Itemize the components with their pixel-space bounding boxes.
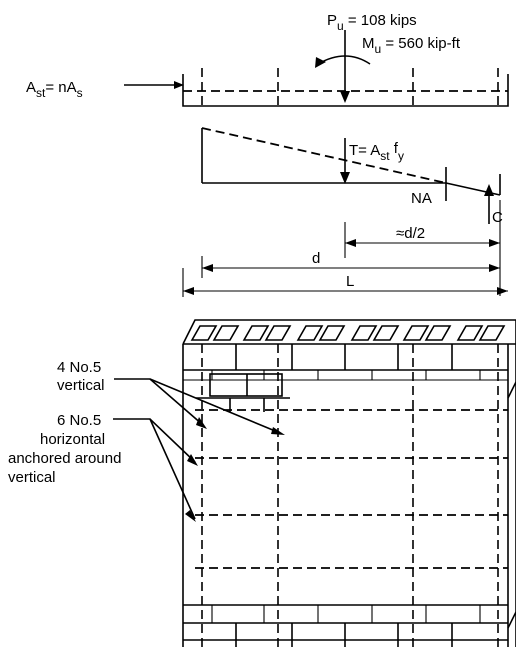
grouted-cell [242,325,292,341]
d-label: d [312,250,320,267]
dimension-lines: ≈d/2 d L [182,200,508,297]
half-d-arrow-left [345,239,356,247]
grouted-cells [182,319,516,345]
grouted-cell [296,325,346,341]
tension-label: T= Ast fy [349,140,404,163]
grouted-cell [402,325,452,341]
horizontal-bar-callout-line2: horizontal [40,431,105,448]
d-arrow-left [202,264,213,272]
vertical-reinforcement [201,344,499,647]
moment-arrowhead [315,57,326,68]
ast-label: Ast= nAs [26,79,83,100]
horizontal-bar-callout: 6 No.5 horizontal anchored around vertic… [8,412,198,522]
tension-arrowhead [340,172,350,184]
horizontal-bar-callout-line4: vertical [8,469,56,486]
horizontal-bar-callout-line1: 6 No.5 [57,412,101,429]
half-d-label: ≈d/2 [396,225,425,242]
grouted-cell [350,325,400,341]
ast-leader-arrowhead [174,81,184,89]
pu-label: Pu = 108 kips [327,12,417,33]
l-arrow-right [497,287,508,295]
l-arrow-left [183,287,194,295]
axial-load-arrowhead [340,91,350,103]
l-label: L [346,273,354,290]
stress-distribution-line [201,127,447,184]
moment-arrow [317,55,371,65]
block-webs-second-course [211,370,481,380]
vertical-bar-callout-line2: vertical [57,377,105,394]
compression-label: C [492,209,503,226]
wall-elevation [182,74,509,107]
neutral-axis-label: NA [411,190,432,207]
vertical-bar-callout: 4 No.5 vertical [57,359,285,435]
masonry-wall [182,319,516,647]
d-arrow-right [489,264,500,272]
half-d-arrow-right [489,239,500,247]
compression-arrowhead [484,184,494,196]
block-joints-top [235,344,453,370]
grouted-cell [190,325,240,341]
grouted-cell [456,325,506,341]
horizontal-reinforcement [195,409,508,569]
block-joints-bottom [211,605,481,647]
load-diagram: Pu = 108 kips Mu = 560 kip-ft Ast= nAs [26,12,509,107]
cutaway-block [209,373,283,397]
force-diagram: T= Ast fy NA C [201,127,503,226]
mu-label: Mu = 560 kip-ft [362,35,461,56]
vertical-bar-callout-line1: 4 No.5 [57,359,101,376]
horizontal-bar-callout-line3: anchored around [8,450,121,467]
